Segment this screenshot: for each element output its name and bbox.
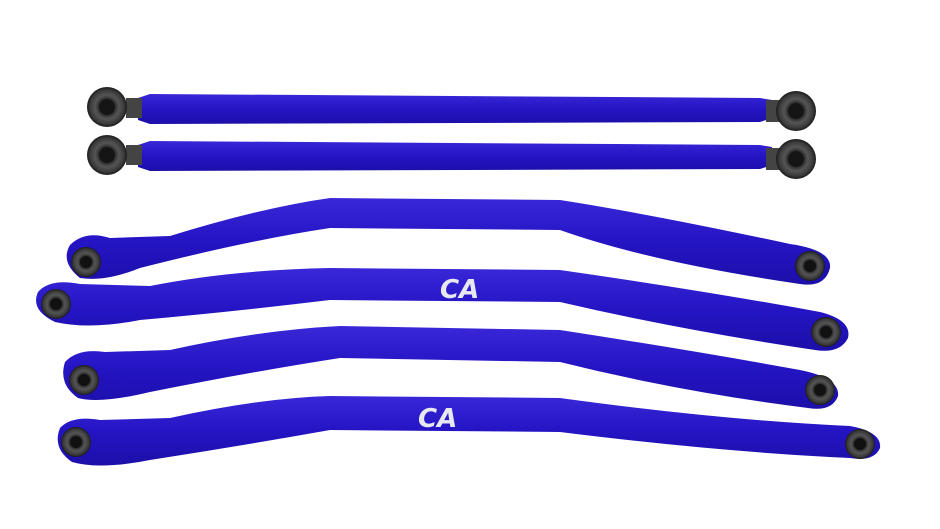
curved-arm-1	[66, 198, 831, 285]
brand-logo: CA	[418, 404, 457, 434]
straight-rod-2	[87, 135, 816, 179]
brand-logo: CA	[440, 275, 479, 305]
curved-arm-2: CA	[36, 268, 849, 351]
straight-rod-1	[87, 87, 816, 131]
curved-arm-4: CA	[57, 396, 881, 466]
curved-arm-3	[63, 326, 839, 409]
